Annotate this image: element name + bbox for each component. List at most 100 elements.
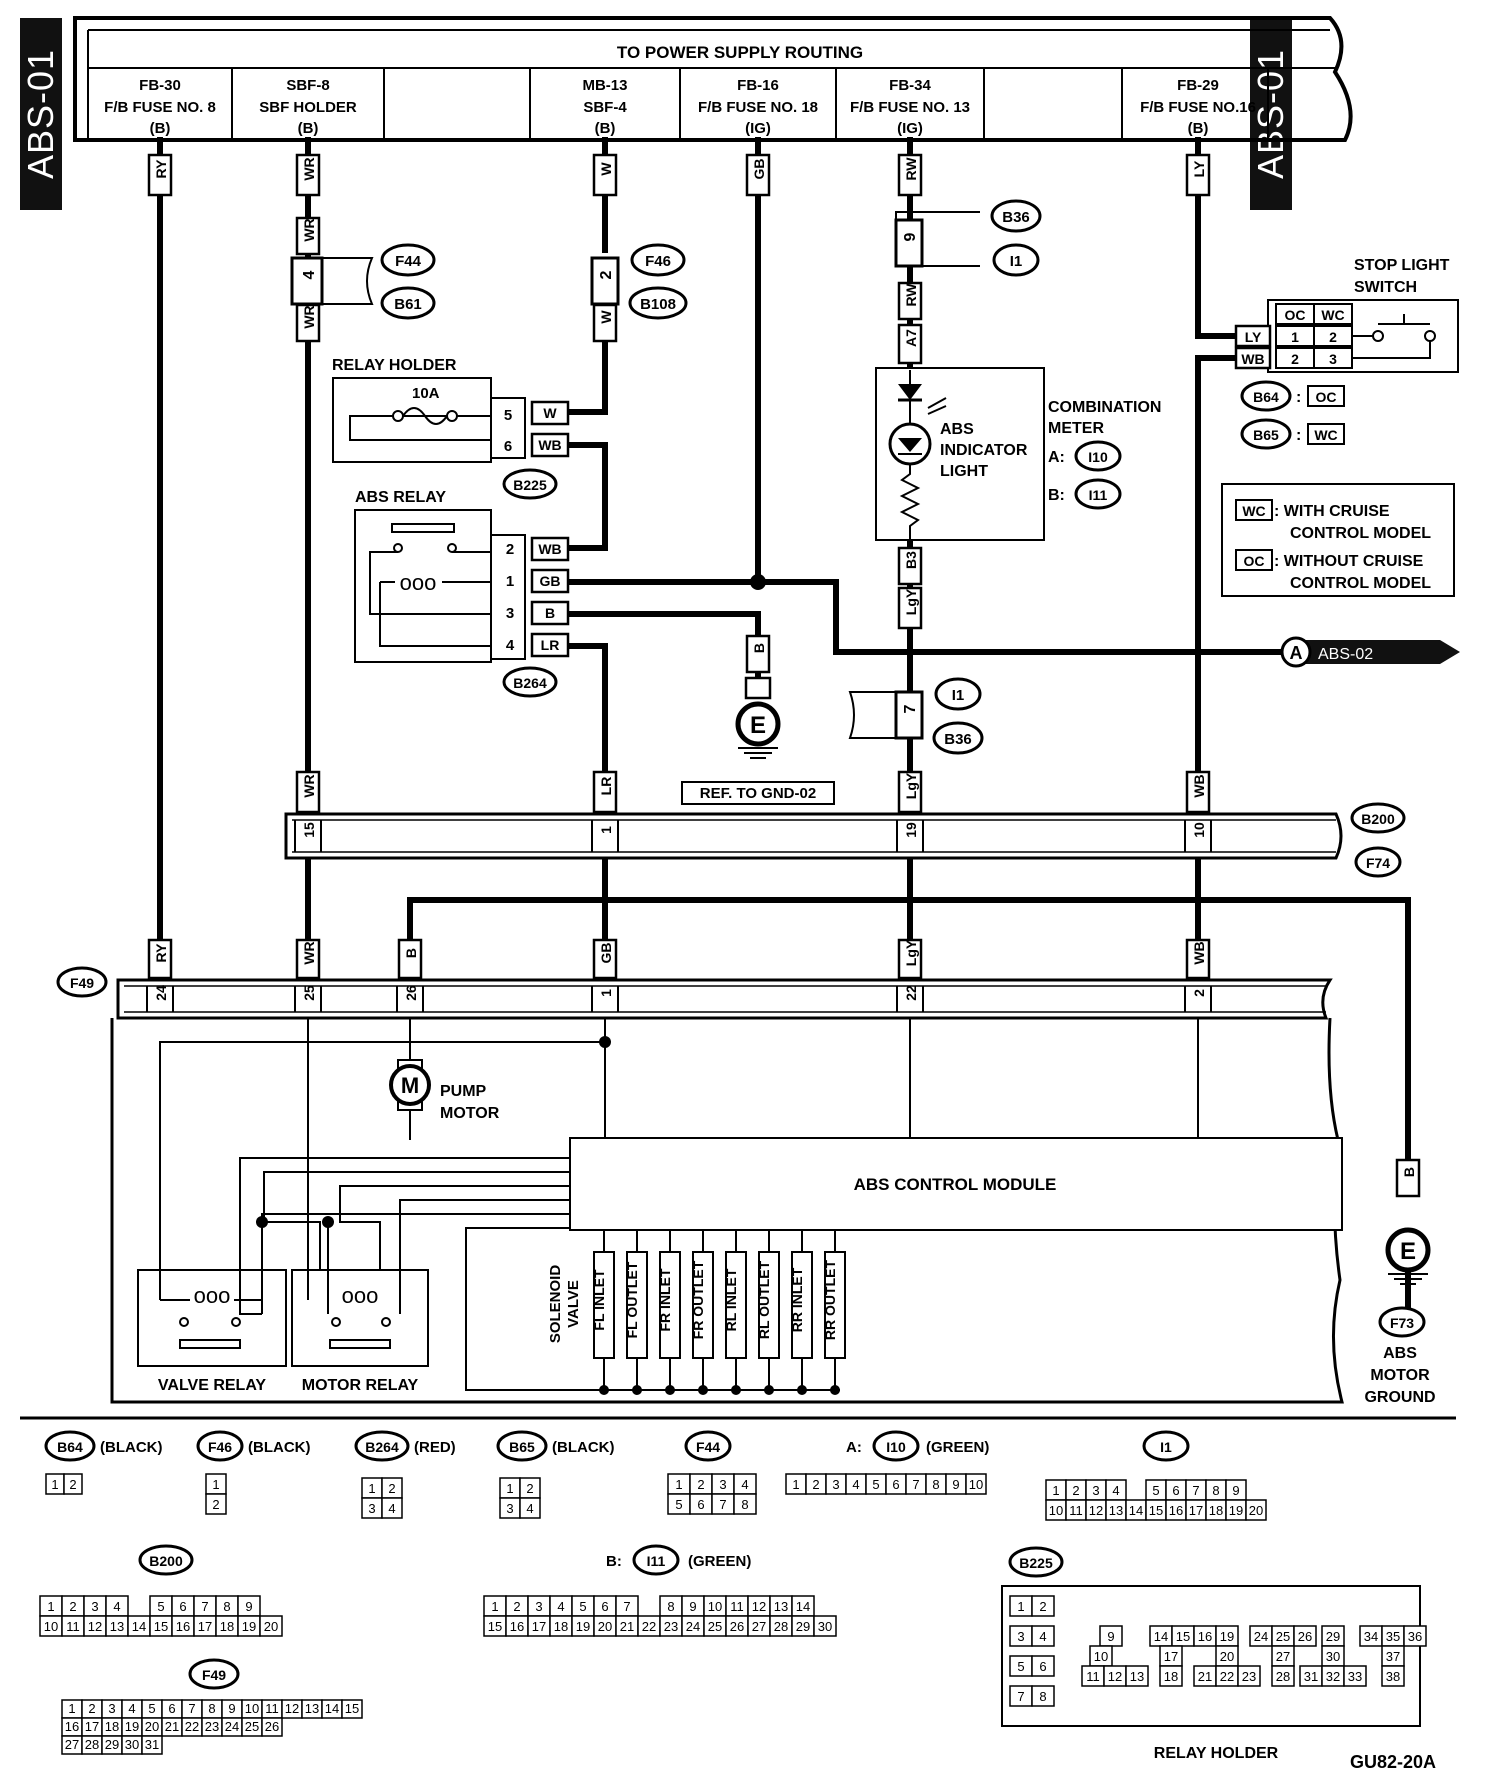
offpage-ref-abs02[interactable]: A ABS-02 [1280, 636, 1460, 668]
pin-cell: 8 [741, 1497, 748, 1512]
pin-cell: 33 [1348, 1669, 1362, 1684]
svg-text:LY: LY [1245, 329, 1262, 345]
svg-text:A7: A7 [903, 329, 919, 347]
wire-color-labels: RY WR WR WR W W GB RW RW A7 B3 LgY LY B … [147, 153, 1421, 1198]
abs-motor-ground: E F73 ABS MOTOR GROUND [1364, 1227, 1436, 1406]
pin-cell: 12 [88, 1619, 102, 1634]
svg-text:3: 3 [1329, 351, 1337, 367]
svg-text:(GREEN): (GREEN) [688, 1553, 751, 1570]
inline-connector-f46-b108: 2 F46 B108 [590, 243, 688, 320]
pin-cell: 15 [488, 1619, 502, 1634]
svg-text:3: 3 [506, 605, 514, 622]
pin-cell: 34 [1364, 1629, 1378, 1644]
svg-text:F/B FUSE NO. 8: F/B FUSE NO. 8 [104, 99, 216, 116]
svg-text:B: B [545, 605, 555, 621]
pin-cell: 5 [1017, 1659, 1024, 1674]
pin-cell: 6 [1172, 1483, 1179, 1498]
power-title: TO POWER SUPPLY ROUTING [617, 43, 863, 62]
svg-text:I1: I1 [1010, 253, 1023, 270]
svg-text:1: 1 [598, 826, 614, 834]
solenoid-label-5: RL INLET [723, 1268, 739, 1331]
svg-text:OC: OC [1244, 553, 1265, 569]
pin-cell: 22 [642, 1619, 656, 1634]
svg-text::: : [1296, 427, 1301, 444]
pin-cell: 14 [132, 1619, 146, 1634]
svg-text:F74: F74 [1366, 855, 1390, 871]
svg-text:B64: B64 [1253, 389, 1279, 405]
pin-cell: 24 [225, 1719, 239, 1734]
svg-text:B36: B36 [1002, 209, 1030, 226]
pin-cell: 9 [952, 1477, 959, 1492]
svg-text:M: M [401, 1073, 419, 1098]
pin-cell: 3 [91, 1599, 98, 1614]
svg-text:1: 1 [1291, 329, 1299, 345]
pin-cell: 12 [1108, 1669, 1122, 1684]
pin-cell: 5 [1152, 1483, 1159, 1498]
pin-cell: 18 [220, 1619, 234, 1634]
svg-text:SBF-8: SBF-8 [286, 77, 329, 94]
svg-text:B225: B225 [1019, 1555, 1053, 1571]
pin-cell: 18 [1164, 1669, 1178, 1684]
svg-text:6: 6 [504, 438, 512, 455]
wire-wb-relay [557, 442, 608, 551]
svg-text:E: E [1400, 1238, 1416, 1265]
svg-text:B3: B3 [903, 551, 919, 569]
pin-cell: 10 [44, 1619, 58, 1634]
svg-text:F46: F46 [645, 253, 671, 270]
pin-cell: 4 [852, 1477, 859, 1492]
pin-cell: 17 [198, 1619, 212, 1634]
pin-cell: 6 [168, 1701, 175, 1716]
svg-text:(GREEN): (GREEN) [926, 1439, 989, 1456]
svg-text:F/B FUSE NO. 18: F/B FUSE NO. 18 [698, 99, 818, 116]
combination-meter: ABS INDICATOR LIGHT COMBINATION METER A:… [875, 367, 1161, 541]
pin-cell: 25 [1276, 1629, 1290, 1644]
pin-cell: 12 [752, 1599, 766, 1614]
svg-text:(B): (B) [1188, 120, 1209, 137]
pin-cell: 8 [223, 1599, 230, 1614]
svg-text:STOP LIGHT: STOP LIGHT [1354, 257, 1450, 274]
svg-text:WC: WC [1242, 503, 1265, 519]
svg-text:A: A [1290, 643, 1303, 663]
pin-cell: 37 [1386, 1649, 1400, 1664]
svg-text:F44: F44 [395, 253, 422, 270]
svg-text:GROUND: GROUND [1364, 1389, 1435, 1406]
pin-cell: 29 [1326, 1629, 1340, 1644]
svg-text:B: B [751, 643, 767, 653]
pin-cell: 14 [796, 1599, 810, 1614]
view-f46: F46(BLACK)12 [196, 1430, 310, 1515]
svg-text:10A: 10A [412, 385, 440, 402]
svg-text:SBF HOLDER: SBF HOLDER [259, 99, 357, 116]
svg-text:REF. TO GND-02: REF. TO GND-02 [700, 785, 816, 802]
svg-text:PUMP: PUMP [440, 1083, 487, 1100]
pin-cell: 6 [601, 1599, 608, 1614]
pin-cell: 20 [598, 1619, 612, 1634]
pin-cell: 29 [796, 1619, 810, 1634]
svg-text:RW: RW [903, 157, 919, 181]
pin-cell: 25 [245, 1719, 259, 1734]
svg-text:GB: GB [598, 943, 614, 964]
svg-text:GB: GB [540, 573, 561, 589]
pin-cell: 9 [245, 1599, 252, 1614]
pin-cell: 4 [557, 1599, 564, 1614]
svg-text:LIGHT: LIGHT [940, 463, 988, 480]
pin-cell: 2 [212, 1497, 219, 1512]
svg-text:LR: LR [598, 777, 614, 796]
solenoid-label-2: FL OUTLET [624, 1261, 640, 1338]
svg-text:W: W [598, 162, 614, 176]
pin-cell: 1 [675, 1477, 682, 1492]
pin-cell: 31 [1304, 1669, 1318, 1684]
svg-text:ABS: ABS [940, 421, 974, 438]
svg-text:19: 19 [903, 822, 919, 838]
svg-text:I1: I1 [1160, 1439, 1172, 1455]
pin-cell: 6 [697, 1497, 704, 1512]
svg-text:(IG): (IG) [745, 120, 771, 137]
svg-text:7: 7 [902, 704, 919, 713]
svg-text:I11: I11 [647, 1553, 666, 1569]
pin-cell: 20 [264, 1619, 278, 1634]
